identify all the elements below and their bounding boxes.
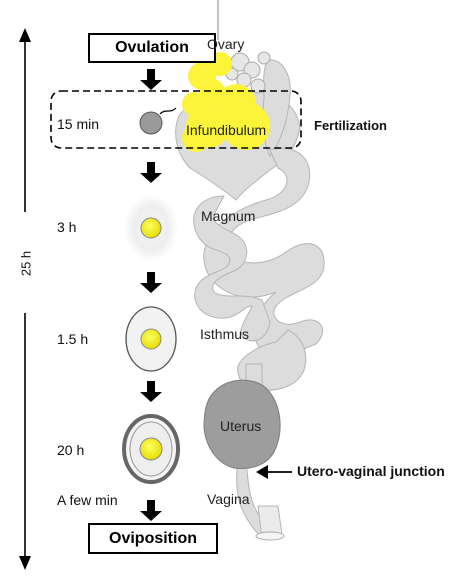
egg-3h <box>124 194 178 262</box>
egg-15min <box>139 107 177 135</box>
fertilization-box <box>50 90 302 149</box>
time-15min: 15 min <box>57 116 100 132</box>
label-infundibulum: Infundibulum <box>186 122 267 138</box>
time-3h: 3 h <box>57 219 77 235</box>
label-isthmus: Isthmus <box>200 326 250 342</box>
ovulation-label: Ovulation <box>115 39 189 56</box>
label-ovary: Ovary <box>207 36 245 52</box>
timeline-arrow <box>19 28 31 570</box>
oviposition-label: Oviposition <box>109 530 197 547</box>
junction-arrow <box>256 465 292 479</box>
time-few-min: A few min <box>57 492 118 508</box>
flow-arrows <box>140 69 162 521</box>
egg-20h <box>122 414 180 484</box>
ovary-cluster <box>182 0 271 152</box>
oviposition-box: Oviposition <box>88 523 218 554</box>
ovulation-box: Ovulation <box>88 33 216 63</box>
uterus-shape <box>203 379 281 469</box>
label-vagina: Vagina <box>207 491 250 507</box>
egg-1-5h <box>125 306 177 372</box>
label-fertilization: Fertilization <box>314 118 387 133</box>
time-1-5h: 1.5 h <box>57 331 89 347</box>
label-uterus: Uterus <box>220 418 262 434</box>
label-magnum: Magnum <box>201 208 256 224</box>
label-total-duration: 25 h <box>18 250 34 277</box>
time-20h: 20 h <box>57 442 85 458</box>
label-junction: Utero-vaginal junction <box>297 463 445 479</box>
